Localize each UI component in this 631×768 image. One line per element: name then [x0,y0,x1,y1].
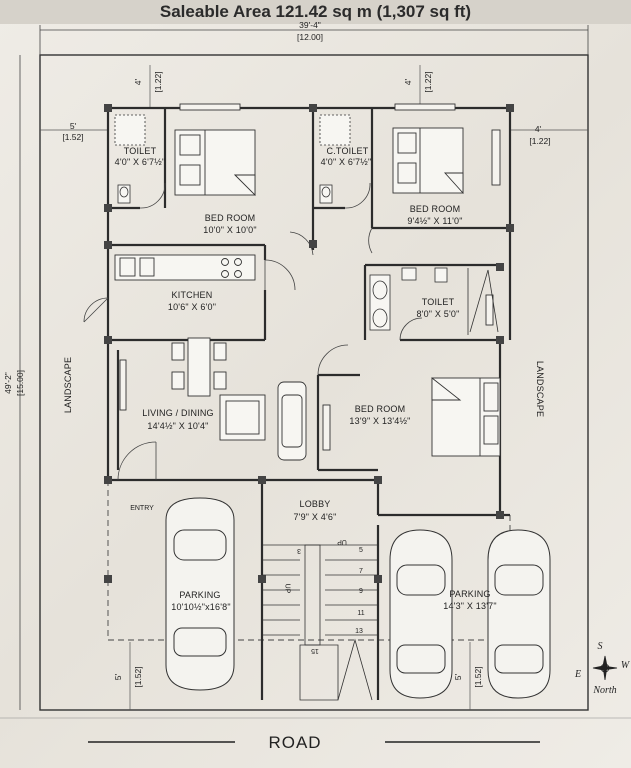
overall-width-m: [12.00] [297,32,323,42]
landscape-left-label: LANDSCAPE [63,356,73,414]
stair-number-11: 11 [357,610,365,617]
setback-bottom-right-m: [1.52] [473,666,483,688]
setback-bottom-left-ft: 5' [113,673,123,681]
setback-top-mid-m: [1.22] [423,71,433,93]
compass-rose [592,655,618,681]
toilet2-size: 8'0" X 5'0" [416,309,460,319]
kitchen-size: 10'6" X 6'0" [167,302,217,312]
setback-bottom-right-ft: 5' [453,673,463,681]
staircase [262,544,378,701]
setback-bottom-left-m: [1.52] [133,666,143,688]
stair-number-9: 9 [359,588,363,595]
stair-number-7: 7 [359,568,363,575]
furniture [114,127,501,461]
overall-width-ft: 39'-4" [299,20,321,30]
setback-right-ft: 4' [534,124,542,134]
overall-depth-m: [15.00] [15,370,25,396]
stair-number-3: 3 [297,547,301,554]
setback-top-mid-ft: 4' [403,78,413,86]
toilet1-name: TOILET [123,146,157,156]
setback-right-m: [1.22] [529,136,551,146]
bed3-size: 13'9" X 13'4½" [349,416,411,426]
bed1-size: 10'0" X 10'0" [203,225,257,235]
bed1-name: BED ROOM [204,213,256,223]
columns [104,104,514,583]
kitchen-name: KITCHEN [171,290,213,300]
landscape-right-label: LANDSCAPE [535,360,545,418]
ctoilet-name: C.TOILET [326,146,369,156]
parking1-name: PARKING [179,590,221,600]
living-name: LIVING / DINING [142,408,214,418]
entry-label: ENTRY [130,505,154,512]
compass-s: S [597,641,603,652]
toilet1-size: 4'0" X 6'7½" [114,157,166,167]
compass-w: W [620,660,630,671]
bed2-size: 9'4½" X 11'0" [407,216,463,226]
stair-number-13: 13 [355,628,363,635]
bed2-name: BED ROOM [409,204,461,214]
road-label: ROAD [268,733,322,752]
saleable-area-title: Saleable Area 121.42 sq m (1,307 sq ft) [159,2,472,21]
setback-left-m: [1.52] [62,132,84,142]
bed3-name: BED ROOM [354,404,406,414]
stair-up-label-2: UP [283,583,291,594]
cars [165,497,551,699]
setback-left-ft: 5' [69,121,77,131]
living-size: 14'4½" X 10'4" [147,421,209,431]
lobby-name: LOBBY [299,499,331,509]
parking2-size: 14'3" X 13'7" [443,601,497,611]
plot-boundary [39,54,589,711]
overall-depth-ft: 49'-2" [3,372,13,394]
stair-up-label-1: UP [337,538,347,545]
title-bar [0,0,631,24]
parking2-name: PARKING [449,589,491,599]
toilet2-name: TOILET [421,297,455,307]
setback-top-left-ft: 4' [133,78,143,86]
compass-north: North [593,685,617,696]
compass-e: E [574,669,582,680]
lobby-size: 7'9" X 4'6" [293,512,337,522]
stair-number-15: 15 [311,647,319,654]
parking1-size: 10'10½"x16'8" [171,602,231,612]
setback-top-left-m: [1.22] [153,71,163,93]
ctoilet-size: 4'0" X 6'7½" [320,157,372,167]
stair-number-5: 5 [359,547,363,554]
